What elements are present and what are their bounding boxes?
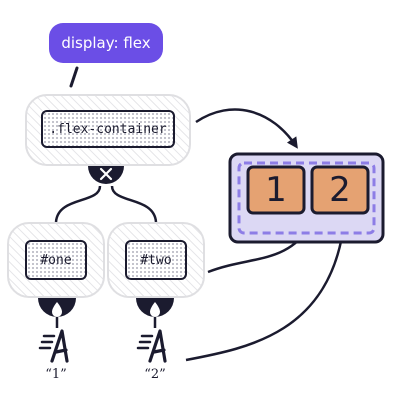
flex-container-node: .flex-container — [41, 110, 175, 148]
arrow-container-to-box — [195, 108, 298, 149]
flex-item-1-text: 1 — [265, 170, 287, 210]
drop-icon — [38, 298, 76, 317]
child-one-label: #one — [40, 252, 72, 268]
text-icon — [38, 329, 69, 363]
badge-label: display: flex — [61, 34, 151, 52]
child-one-node: #one — [25, 240, 87, 280]
text-icon — [136, 329, 167, 363]
flex-container-label: .flex-container — [49, 121, 167, 137]
arrow-text-two-to-item-2 — [185, 220, 349, 362]
drop-icon — [136, 298, 174, 317]
child-one-node-wrap: #one — [7, 222, 105, 298]
branch-to-two — [110, 185, 158, 223]
branch-to-one — [54, 185, 102, 223]
flex-box-dashed-border — [237, 161, 376, 235]
child-two-node: #two — [125, 240, 187, 280]
text-value-two: “2” — [144, 367, 166, 382]
multiply-icon — [88, 166, 124, 184]
flex-item-1-box — [246, 165, 306, 215]
child-two-label: #two — [140, 252, 172, 268]
container-node-wrap: .flex-container — [25, 94, 191, 166]
flex-item-2-box — [310, 165, 370, 215]
child-two-node-wrap: #two — [107, 222, 205, 298]
flex-item-2-text: 2 — [329, 170, 351, 210]
display-flex-badge: display: flex — [49, 23, 163, 63]
text-value-one: “1” — [45, 367, 67, 382]
badge-pointer-line — [69, 66, 79, 88]
